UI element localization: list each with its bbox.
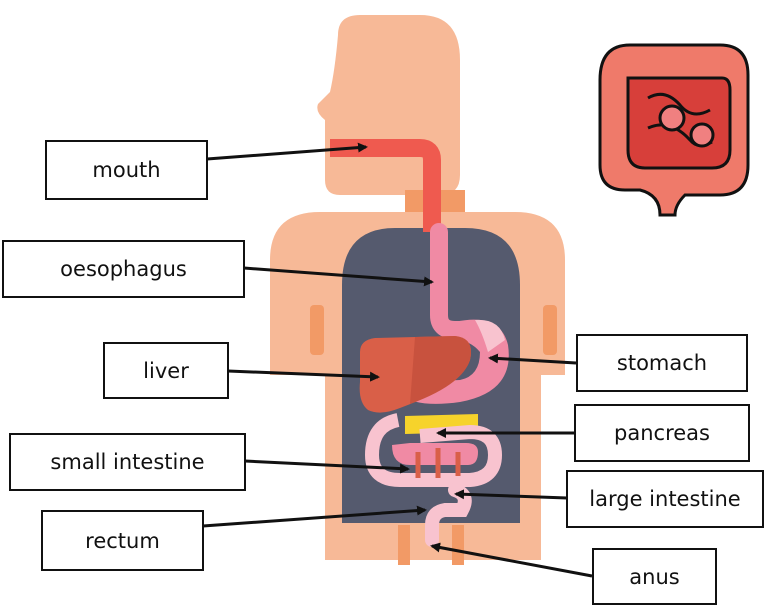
label-oesophagus: oesophagus xyxy=(2,240,245,298)
label-anus: anus xyxy=(592,548,717,605)
label-small-intestine: small intestine xyxy=(9,433,246,491)
label-rectum: rectum xyxy=(41,510,204,571)
label-large-intestine: large intestine xyxy=(566,470,764,528)
label-stomach: stomach xyxy=(576,334,748,392)
label-liver: liver xyxy=(103,342,229,399)
label-pancreas: pancreas xyxy=(574,404,750,462)
label-mouth: mouth xyxy=(45,140,208,200)
intestines-icon xyxy=(600,45,748,215)
